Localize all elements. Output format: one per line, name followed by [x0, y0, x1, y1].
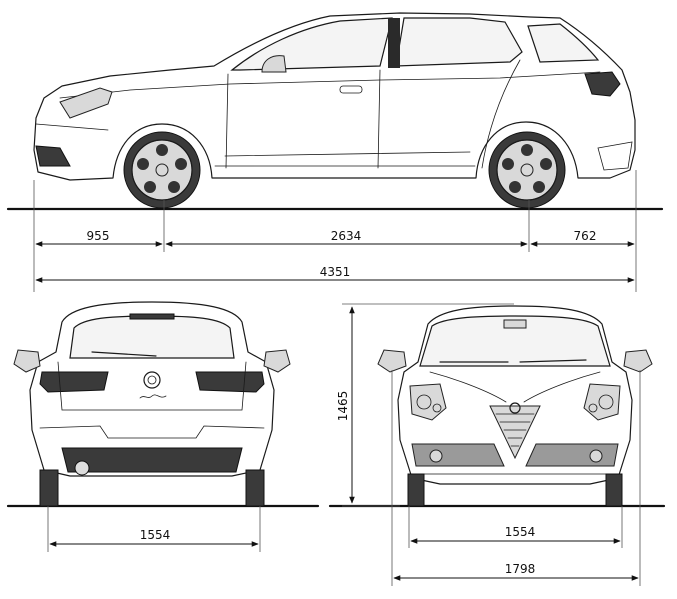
- side-front-intake: [35, 145, 71, 167]
- front-bonnet-line-left: [429, 371, 507, 403]
- front-left-fog-lamp: [429, 449, 443, 463]
- front-left-intake: [411, 443, 505, 467]
- side-beltline: [59, 71, 601, 99]
- side-front-wheel: [123, 131, 201, 209]
- dim-overall-width-label: 1798: [505, 562, 536, 576]
- side-body-outline: [33, 12, 636, 181]
- rear-exhaust-tip: [74, 460, 90, 476]
- rear-tailgate-line: [57, 361, 247, 411]
- rear-bumper: [39, 425, 265, 439]
- front-left-tire: [407, 473, 425, 507]
- front-right-intake: [525, 443, 619, 467]
- side-quarter-window: [527, 23, 600, 63]
- side-front-window: [230, 17, 393, 71]
- rear-brake-light: [129, 313, 175, 320]
- side-rear-wheel: [488, 131, 566, 209]
- alfa-romeo-badge-icon: [143, 371, 161, 389]
- rear-body-outline: [29, 301, 275, 477]
- side-rear-bumper: [597, 141, 633, 171]
- side-door-handle: [339, 85, 363, 94]
- front-left-mirror: [377, 349, 407, 373]
- rear-right-mirror: [263, 349, 291, 373]
- side-rear-door-rear-line: [481, 59, 521, 169]
- side-view: 955 2634 762 4351: [6, 12, 664, 292]
- front-right-tire: [605, 473, 623, 507]
- front-right-mirror: [623, 349, 653, 373]
- dim-rear-overhang-label: 762: [574, 229, 597, 243]
- side-front-door-line: [225, 73, 229, 169]
- rear-diffuser: [61, 447, 243, 473]
- rear-right-tail-lamp: [195, 371, 265, 393]
- side-b-pillar: [388, 18, 400, 68]
- side-rear-door-line: [377, 69, 381, 169]
- front-right-headlight: [583, 383, 621, 421]
- side-headlight: [59, 87, 113, 119]
- dim-wheelbase-label: 2634: [331, 229, 362, 243]
- front-right-fog-lamp: [589, 449, 603, 463]
- front-left-headlight: [409, 383, 447, 421]
- dim-overall-length-label: 4351: [320, 265, 351, 279]
- front-alfa-badge-icon: [509, 402, 521, 414]
- dim-height-label: 1465: [336, 391, 350, 422]
- side-tail-light: [584, 71, 621, 97]
- giulietta-script-logo: [139, 394, 167, 399]
- side-mirror: [261, 55, 287, 73]
- front-wiper-right: [519, 359, 587, 363]
- side-front-bumper-crease: [35, 123, 109, 131]
- rear-wiper: [91, 351, 157, 357]
- side-rear-window: [395, 17, 523, 67]
- front-windshield: [419, 315, 611, 367]
- dim-front-overhang-label: 955: [87, 229, 110, 243]
- dim-rear-track-label: 1554: [140, 528, 171, 542]
- rear-left-tail-lamp: [39, 371, 109, 393]
- front-body-outline: [397, 305, 633, 485]
- front-inner-mirror: [503, 319, 527, 329]
- rear-view: 1554: [6, 301, 320, 552]
- rear-right-tire: [245, 469, 265, 507]
- front-view: 1465: [328, 303, 666, 586]
- rear-left-mirror: [13, 349, 41, 373]
- front-bonnet-line-right: [523, 371, 601, 403]
- side-lower-crease: [224, 151, 471, 157]
- rear-left-tire: [39, 469, 59, 507]
- dim-front-track-label: 1554: [505, 525, 536, 539]
- front-scudetto-grille: [489, 405, 541, 460]
